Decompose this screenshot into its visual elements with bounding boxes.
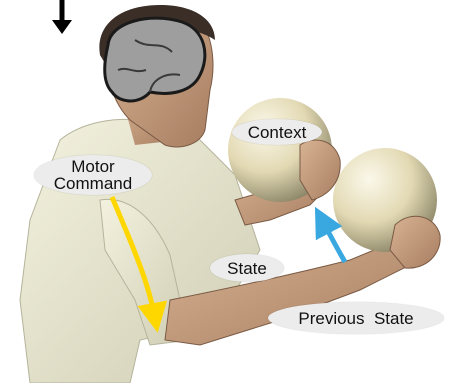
label-previous-state: Previous State	[268, 302, 444, 334]
label-context: Context	[232, 119, 322, 145]
state-text: State	[227, 260, 267, 277]
arrow-down-icon	[52, 0, 72, 34]
context-text: Context	[248, 124, 307, 141]
motor-command-text-2: Command	[54, 175, 132, 192]
motor-command-text-1: Motor	[71, 158, 114, 175]
label-motor-command: Motor Command	[34, 155, 152, 195]
label-state: State	[210, 254, 284, 282]
previous-state-text: Previous State	[298, 310, 413, 327]
